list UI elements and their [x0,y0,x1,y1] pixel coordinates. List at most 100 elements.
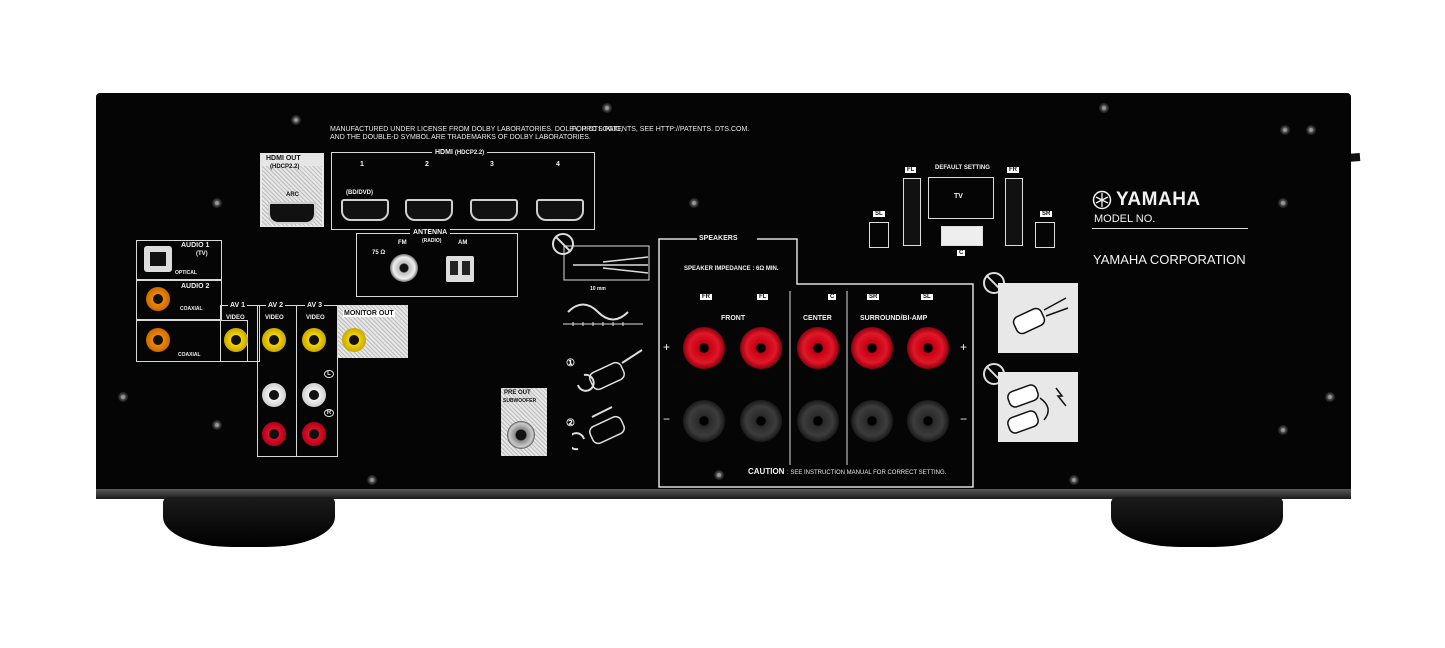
speaker-terminal-c-negative[interactable] [797,400,839,442]
av2-audio-l-jack[interactable] [262,383,286,407]
speaker-terminal-sl-positive[interactable] [907,327,949,369]
av3-label: AV 3 [305,302,325,309]
monitor-out-label: MONITOR OUT [343,310,395,317]
screw [1306,125,1316,135]
minus-sign-left: − [663,412,671,426]
subwoofer-jack[interactable] [507,421,535,449]
speaker-terminal-sr-negative[interactable] [851,400,893,442]
speakers-label: SPEAKERS [699,235,738,242]
av3-audio-r-jack[interactable] [302,422,326,446]
channel-tag-c: C [828,294,837,300]
audio-l-label: L [324,370,334,378]
screw [602,103,612,113]
short-circuit-warning-icon [1007,384,1067,434]
strip-length-label: 10 mm [590,286,606,292]
av2-label: AV 2 [266,302,286,309]
screw [689,198,699,208]
front-label: FRONT [721,315,746,322]
av3-audio-l-jack[interactable] [302,383,326,407]
caution-label: CAUTION [748,467,785,476]
sl-speaker-tag: SL [873,211,885,217]
hdmi-in-port-4[interactable] [536,199,584,221]
fl-speaker-tag: FL [905,167,917,173]
speaker-terminal-fl-negative[interactable] [740,400,782,442]
hdmi-port-1-sub: (BD/DVD) [346,190,373,196]
plus-sign-left: + [663,340,671,354]
speaker-impedance: SPEAKER IMPEDANCE : 6Ω MIN. [684,266,779,272]
channel-tag-sl: SL [921,294,933,300]
surround-label: SURROUND/BI-AMP [860,315,928,322]
audio2-frame [136,280,222,320]
coaxial-port-1[interactable] [146,287,170,311]
av1-video-jack[interactable] [224,328,248,352]
sr-speaker-icon [1035,222,1055,248]
speaker-terminal-fl-positive[interactable] [740,327,782,369]
screw [1099,103,1109,113]
screw [291,115,301,125]
channel-tag-sr: SR [867,294,880,300]
av3-video-jack[interactable] [302,328,326,352]
speaker-terminal-c-positive[interactable] [797,327,839,369]
default-setting-label: DEFAULT SETTING [935,165,990,171]
audio1-frame [136,240,222,280]
fl-speaker-icon [903,178,921,246]
fm-antenna-jack[interactable] [390,254,418,282]
screw [1278,198,1288,208]
wire-touch-warning-icon [1012,297,1069,335]
yamaha-corporation-label: YAMAHA CORPORATION [1093,252,1246,267]
hdmi-in-port-2[interactable] [405,199,453,221]
av2-video-label: VIDEO [265,315,284,321]
coaxial-2-label: COAXIAL [178,352,201,358]
screw [367,475,377,485]
monitor-out-jack[interactable] [342,328,366,352]
dolby-license-text: MANUFACTURED UNDER LICENSE FROM DOLBY LA… [330,126,623,141]
channel-tag-fl: FL [757,294,769,300]
antenna-label: ANTENNA [410,229,451,236]
hdmi-port-1-label: 1 [360,161,364,168]
antenna-am-label: AM [458,240,468,246]
av2-video-jack[interactable] [262,328,286,352]
hdmi-out-arc: ARC [286,192,299,198]
minus-sign-right: − [960,412,968,426]
screw [1325,392,1335,402]
antenna-ohm-label: 75 Ω [372,250,386,256]
plus-sign-right: + [960,340,968,354]
insert-wire-icon-2 [572,406,625,451]
caution-text: : SEE INSTRUCTION MANUAL FOR CORRECT SET… [787,470,947,476]
speakers-frame [658,238,974,488]
fr-speaker-icon [1005,178,1023,246]
hdmi-out-label: HDMI OUT [266,155,301,162]
speaker-terminal-sl-negative[interactable] [907,400,949,442]
speaker-terminal-fr-positive[interactable] [683,327,725,369]
model-no-label: MODEL NO. [1094,213,1156,225]
chassis-bottom-edge [96,489,1351,499]
screw [118,392,128,402]
center-label: CENTER [803,315,832,322]
hdmi-port-2-label: 2 [425,161,429,168]
speaker-terminal-sr-positive[interactable] [851,327,893,369]
am-antenna-terminal[interactable] [446,256,474,282]
antenna-fm-label: FM [398,240,407,246]
prohibited-icon [552,233,574,255]
screw [714,470,724,480]
hdmi-in-port-1[interactable] [341,199,389,221]
hdmi-port-3-label: 3 [490,161,494,168]
screw [212,420,222,430]
optical-port[interactable] [144,246,172,272]
yamaha-logo: YAMAHA [1116,189,1201,210]
speaker-terminal-fr-negative[interactable] [683,400,725,442]
screw [1278,425,1288,435]
yamaha-tuning-fork-icon [1092,190,1112,210]
audio-r-label: R [324,409,334,417]
hdmi-out-hdcp: (HDCP2.2) [270,164,300,170]
av3-video-label: VIDEO [306,315,325,321]
hdmi-in-port-3[interactable] [470,199,518,221]
wire-strip-icon [563,303,643,326]
hdmi-out-port[interactable] [268,202,316,224]
av2-audio-r-jack[interactable] [262,422,286,446]
step-1-label: ① [566,358,575,369]
coaxial-port-2[interactable] [146,328,170,352]
av1-label: AV 1 [228,302,248,309]
audio1-sub: (TV) [196,251,208,257]
center-speaker-icon [941,226,983,246]
